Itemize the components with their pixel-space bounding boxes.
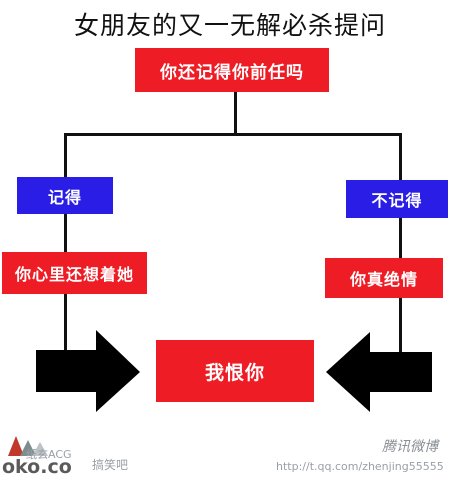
corner-logo-icon xyxy=(8,436,48,456)
connector-left-low xyxy=(64,294,67,352)
connector-horizontal xyxy=(64,133,402,136)
arrow-right-icon xyxy=(36,330,140,412)
watermark-brand-left: 纸玄ACG xyxy=(26,448,72,461)
question-box: 你还记得你前任吗 xyxy=(135,48,329,92)
watermark-url-right: http://t.qq.com/zhenjing55555 xyxy=(276,460,444,473)
connector-right-mid xyxy=(399,218,402,258)
watermark-logo-text: oko.co xyxy=(2,456,72,478)
connector-top-stem xyxy=(234,92,237,136)
answer-forget-box: 不记得 xyxy=(346,180,448,218)
arrow-left-icon xyxy=(326,332,432,412)
connector-left-mid xyxy=(64,214,67,252)
outcome-box: 我恨你 xyxy=(156,340,314,402)
answer-remember-box: 记得 xyxy=(17,177,113,214)
watermark-brand-right: 腾讯微博 xyxy=(382,439,438,455)
connector-right-low xyxy=(399,298,402,352)
watermark-site-left: 搞笑吧 xyxy=(92,458,129,472)
connector-left-drop xyxy=(64,133,67,181)
response-heartless-box: 你真绝情 xyxy=(325,258,443,298)
response-still-thinking-box: 你心里还想着她 xyxy=(2,252,147,294)
connector-right-drop xyxy=(399,133,402,181)
diagram-title: 女朋友的又一无解必杀提问 xyxy=(73,11,386,40)
